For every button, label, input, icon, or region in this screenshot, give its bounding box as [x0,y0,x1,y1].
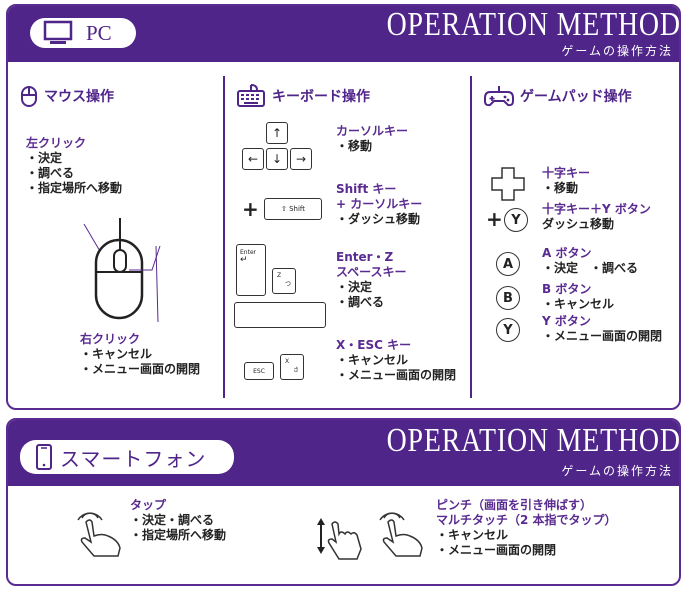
y-button-icon: Y [496,318,520,342]
esc-key-block: X・ESC キー ・キャンセル ・メニュー画面の開閉 [336,338,456,383]
shift-key-item: ・ダッシュ移動 [336,212,421,226]
operation-method-title: OPERATION METHOD [386,422,681,459]
keyboard-icon [237,84,265,107]
operation-method-subtitle: ゲームの操作方法 [561,44,673,58]
right-click-item: ・キャンセル [80,347,153,361]
esc-key-item: ・メニュー画面の開閉 [336,368,457,382]
dash-label: 十字キー＋Y ボタン [542,202,651,216]
left-click-label: 左クリック [26,136,87,150]
a-button-item: ・決定 ・調べる [542,261,639,275]
plus-sign: + [242,197,259,221]
y-button-item: ・メニュー画面の開閉 [542,329,663,343]
mouse-section-heading: マウス操作 [20,84,114,108]
b-button-item: ・キャンセル [542,297,615,311]
smartphone-controls-panel: スマートフォン OPERATION METHOD ゲームの操作方法 タップ ・決… [6,418,681,586]
keyboard-section-heading: キーボード操作 [236,84,370,108]
y-button-block: Y ボタン ・メニュー画面の開閉 [542,314,662,344]
smartphone-panel-header: スマートフォン OPERATION METHOD ゲームの操作方法 [8,420,679,486]
smartphone-icon [36,444,52,470]
smartphone-badge: スマートフォン [20,440,234,474]
b-button-icon: B [496,286,520,310]
arrow-left-key: ← [242,148,264,170]
tap-block: タップ ・決定・調べる ・指定場所へ移動 [130,498,226,543]
tap-label: タップ [130,498,167,512]
a-button-block: A ボタン ・決定 ・調べる [542,246,638,276]
b-button-label: B ボタン [542,282,592,296]
operation-method-subtitle: ゲームの操作方法 [561,464,673,478]
mouse-icon [21,86,37,107]
right-click-item: ・メニュー画面の開閉 [80,362,201,376]
smartphone-badge-label: スマートフォン [60,446,207,471]
monitor-icon [43,20,73,44]
multi-touch-label: マルチタッチ（2 本指でタップ） [436,513,617,527]
arrow-down-key: ↓ [266,148,288,170]
x-key: X さ [280,354,304,380]
y-button-label: Y ボタン [542,314,591,328]
enter-key-block: Enter・Z スペースキー ・決定 ・調べる [336,250,407,310]
b-button-block: B ボタン ・キャンセル [542,282,614,312]
shift-key-block: Shift キー + カーソルキー ・ダッシュ移動 [336,182,422,227]
enter-key-label: スペースキー [336,265,407,279]
multi-touch-gesture-icon [379,512,423,557]
esc-key-label: X・ESC キー [336,338,412,352]
pc-controls-panel: PC OPERATION METHOD ゲームの操作方法 マウス操作 左クリック… [6,4,681,410]
tap-item: ・指定場所へ移動 [130,528,227,542]
pinch-block: ピンチ（画面を引き伸ばす） マルチタッチ（2 本指でタップ） ・キャンセル ・メ… [436,498,617,558]
arrow-up-key: ↑ [266,122,288,144]
operation-method-title: OPERATION METHOD [386,6,681,43]
dpad-item: ・移動 [542,181,579,195]
enter-key-label: Enter・Z [336,250,394,264]
shift-key-label: + カーソルキー [336,197,423,211]
tap-gesture-icon [77,512,121,557]
dpad-block: 十字キー ・移動 [542,166,590,196]
left-click-item: ・指定場所へ移動 [26,181,123,195]
shift-key-label: Shift キー [336,182,397,196]
cursor-key-item: ・移動 [336,139,373,153]
dash-desc: ダッシュ移動 [542,217,615,231]
pinch-item: ・キャンセル [436,528,509,542]
mouse-illustration [83,218,161,323]
space-key [234,302,326,328]
right-click-block: 右クリック ・キャンセル ・メニュー画面の開閉 [80,332,200,377]
shift-key: ⇧ Shift [264,198,322,220]
plus-sign: + [486,207,503,231]
y-button-icon: Y [504,208,528,232]
column-divider [223,76,225,398]
pinch-label: ピンチ（画面を引き伸ばす） [436,498,593,512]
z-key: Z つ [272,268,296,294]
cursor-key-block: カーソルキー ・移動 [336,124,408,154]
cursor-key-label: カーソルキー [336,124,409,138]
pc-badge-label: PC [86,20,112,45]
pinch-item: ・メニュー画面の開閉 [436,543,557,557]
pc-panel-header: PC OPERATION METHOD ゲームの操作方法 [8,6,679,62]
a-button-label: A ボタン [542,246,592,260]
dash-block: 十字キー＋Y ボタン ダッシュ移動 [542,202,651,232]
enter-key: Enter ↵ [236,244,266,296]
a-button-icon: A [496,252,520,276]
dpad-label: 十字キー [542,166,591,180]
dpad-icon [491,167,525,201]
gamepad-section-heading: ゲームパッド操作 [484,84,632,108]
arrow-right-key: → [290,148,312,170]
gamepad-icon [484,86,514,107]
left-click-block: 左クリック ・決定 ・調べる ・指定場所へ移動 [26,136,122,196]
pinch-gesture-icon [317,518,362,560]
enter-key-item: ・調べる [336,295,385,309]
right-click-label: 右クリック [80,332,141,346]
enter-key-item: ・決定 [336,280,373,294]
left-click-item: ・決定 [26,151,63,165]
pc-badge: PC [30,18,136,48]
left-click-item: ・調べる [26,166,75,180]
column-divider [470,76,472,398]
esc-key-item: ・キャンセル [336,353,409,367]
esc-key: ESC [244,362,274,380]
tap-item: ・決定・調べる [130,513,215,527]
